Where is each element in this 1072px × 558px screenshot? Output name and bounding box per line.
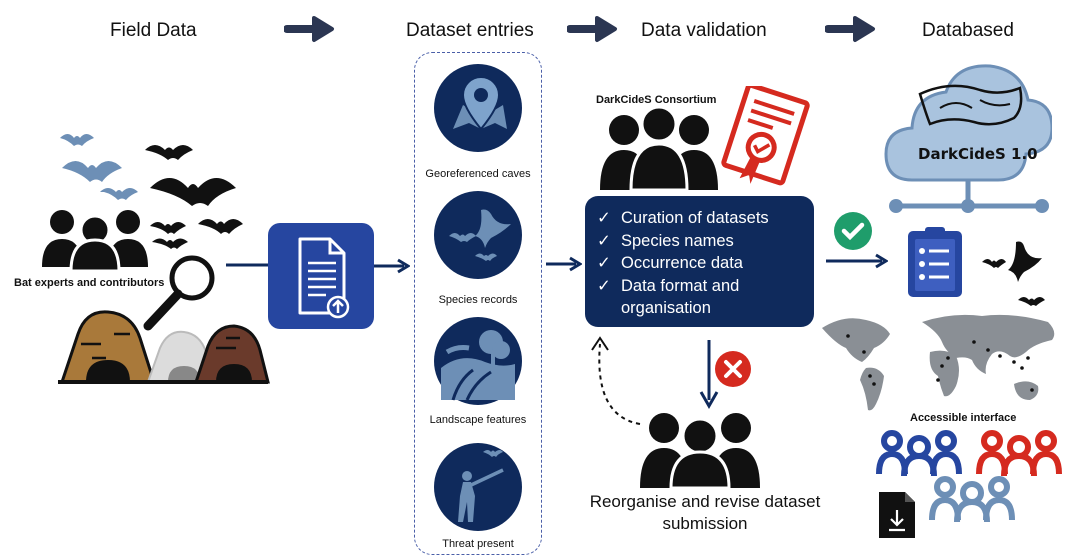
entry-label-georeferenced-caves: Georeferenced caves (425, 168, 531, 180)
contributors-group-icon (42, 210, 148, 271)
cloud-label: DarkCideS 1.0 (918, 145, 1038, 163)
map-pin-icon (434, 64, 522, 152)
entry-label-threat-present: Threat present (442, 538, 514, 550)
entry-label-species-records: Species records (438, 294, 518, 306)
arrow-validation-to-database (826, 253, 888, 269)
arrow-entries-to-validation (546, 256, 582, 272)
revise-group-icon (640, 413, 760, 488)
upload-document-tile (268, 223, 374, 329)
users-blue-icon (876, 430, 962, 476)
stage-arrow-2 (567, 16, 617, 42)
bats-icon (434, 191, 522, 279)
arrow-reject-down (699, 340, 719, 410)
check-icon: ✓ (597, 254, 611, 272)
stage-arrow-1 (284, 16, 334, 42)
stage-title-dataset-entries: Dataset entries (406, 20, 534, 41)
check-icon: ✓ (597, 231, 611, 250)
cloud-database-icon (884, 64, 1052, 213)
arrow-doc-to-entries (374, 258, 410, 274)
entry-label-landscape-features: Landscape features (429, 414, 527, 426)
users-red-icon (976, 430, 1062, 476)
check-item: ✓Data format and organisation (597, 275, 804, 320)
revise-label: Reorganise and revise dataset submission (589, 492, 821, 533)
checklist-clipboard-icon (908, 227, 962, 297)
download-file-icon (879, 492, 915, 538)
certificate-icon (721, 86, 810, 186)
approve-check-icon (834, 212, 872, 250)
interface-label: Accessible interface (910, 412, 1017, 424)
document-upload-icon (298, 237, 350, 319)
check-icon: ✓ (597, 276, 611, 295)
stage-title-field-data: Field Data (110, 20, 197, 41)
stage-title-databased: Databased (922, 20, 1014, 41)
contributors-label: Bat experts and contributors (14, 277, 165, 289)
consortium-group-icon (600, 108, 718, 190)
dataset-entries-panel (414, 52, 542, 555)
check-item: ✓Curation of datasets (597, 207, 804, 230)
users-steel-icon (929, 476, 1015, 522)
reject-x-icon (715, 351, 751, 387)
bats-right-icon (982, 241, 1045, 306)
check-icon: ✓ (597, 209, 611, 227)
consortium-label: DarkCideS Consortium (596, 94, 717, 106)
world-map-icon (822, 314, 1055, 411)
validation-checklist: ✓Curation of datasets ✓Species names ✓Oc… (585, 196, 814, 327)
arrow-resubmit-dashed (591, 336, 641, 425)
hunter-icon (434, 443, 522, 531)
check-item: ✓Occurrence data (597, 252, 804, 275)
caves-icon (58, 310, 270, 384)
bats-flock-icon (60, 134, 243, 249)
landscape-icon (434, 317, 522, 405)
stage-title-data-validation: Data validation (641, 20, 767, 41)
magnifier-icon (143, 255, 215, 331)
stage-arrow-3 (825, 16, 875, 42)
arrow-field-to-doc (226, 263, 270, 267)
check-item: ✓Species names (597, 230, 804, 253)
